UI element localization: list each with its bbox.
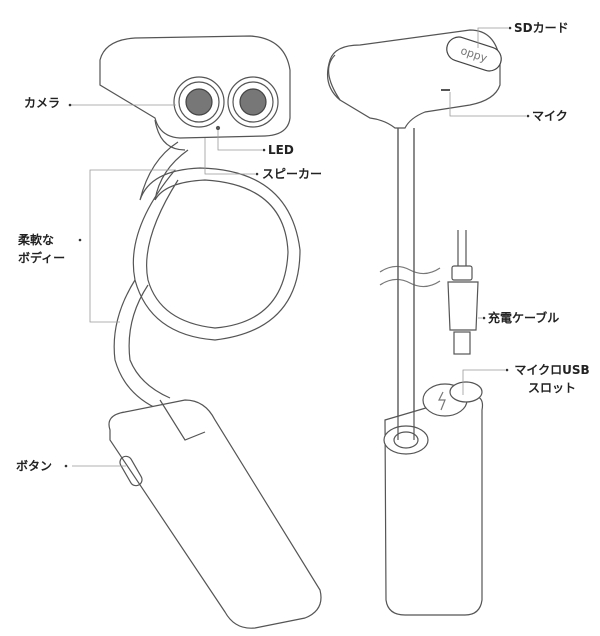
label-micro-usb-2: スロット: [527, 381, 576, 395]
camera-lens-left: [173, 76, 225, 128]
left-device-base: [108, 399, 322, 629]
led-dot: [215, 125, 221, 131]
label-charging-cable: 充電ケーブル: [488, 311, 560, 325]
label-led: LED: [268, 143, 294, 157]
label-micro-usb-1: マイクロUSB: [514, 363, 590, 377]
usb-slot: [449, 381, 483, 403]
label-flexible-body-1: 柔軟な: [18, 233, 55, 247]
right-device-base: [383, 128, 484, 616]
charging-cable-illustration: [447, 230, 479, 355]
label-button: ボタン: [16, 459, 53, 473]
flexible-gooseneck: [113, 141, 301, 411]
label-mic: マイク: [532, 109, 568, 123]
right-device-head: [327, 29, 502, 129]
label-flexible-body-2: ボディー: [18, 251, 66, 265]
label-sd-card: SDカード: [514, 21, 569, 35]
camera-lens-right: [227, 76, 279, 128]
label-camera: カメラ: [24, 96, 61, 110]
label-speaker: スピーカー: [262, 167, 323, 181]
button-shape: [119, 455, 143, 487]
leader-lines: [70, 27, 526, 467]
